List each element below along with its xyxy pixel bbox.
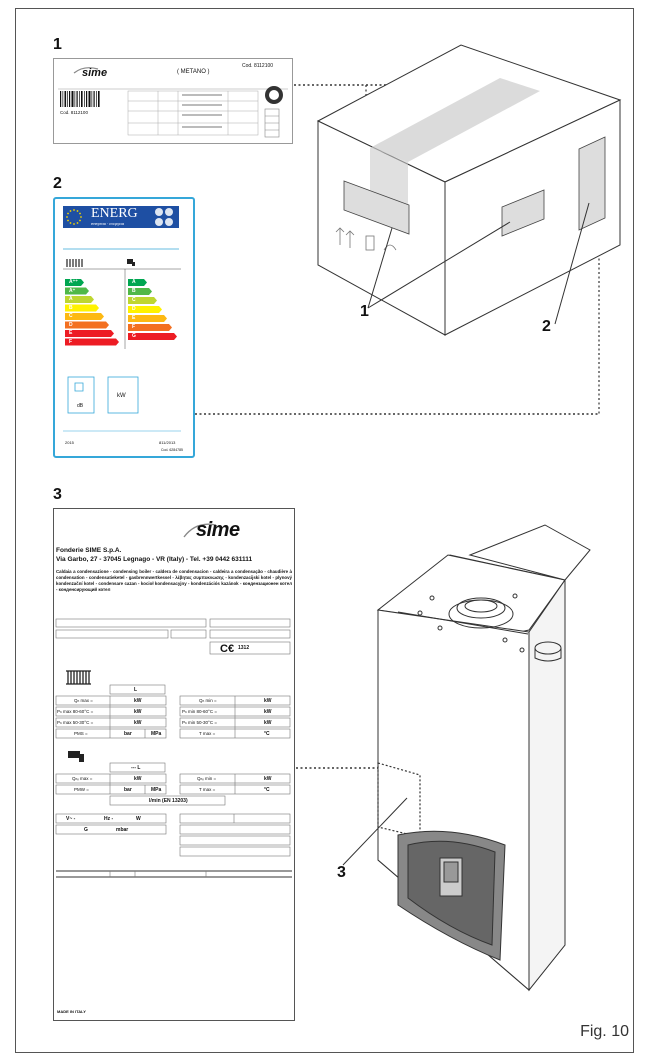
heating-bar: bar bbox=[124, 731, 132, 737]
energy-class-left-6: D bbox=[69, 321, 73, 328]
ce-mark-icon: C€ bbox=[220, 643, 234, 655]
dhw-qnw-min-unit: kW bbox=[264, 776, 272, 782]
plate-company: Fonderie SIME S.p.A. bbox=[56, 547, 122, 554]
energy-class-right-2: B bbox=[132, 288, 136, 294]
dhw-mpa: MPa bbox=[151, 787, 162, 793]
heating-pn-max-80: Pₙ max 80-60°C = bbox=[57, 709, 94, 714]
energy-class-left-7: E bbox=[69, 330, 73, 336]
dhw-bar: bar bbox=[124, 787, 132, 793]
heating-qn-max-unit: kW bbox=[134, 698, 142, 704]
package-label-gas: ( METANO ) bbox=[177, 69, 210, 75]
box-callout-1: 1 bbox=[360, 303, 369, 320]
dhw-tmax: T max = bbox=[199, 787, 216, 792]
label-number-3: 3 bbox=[53, 486, 62, 503]
tap-icon bbox=[127, 259, 135, 266]
elec-v: V~ - bbox=[66, 816, 76, 822]
heating-pn-max-50-unit: kW bbox=[134, 720, 142, 726]
heating-qn-min: Qₙ min = bbox=[199, 698, 217, 703]
package-label-cod-top: Cod. 8112100 bbox=[242, 63, 274, 69]
energy-class-left-2: A⁺ bbox=[69, 287, 76, 294]
gas-g: G bbox=[84, 827, 88, 833]
energy-class-left-5: C bbox=[69, 313, 73, 319]
data-plate-grid: C€ bbox=[55, 523, 292, 878]
energy-class-left-4: B bbox=[69, 304, 73, 311]
eu-stars bbox=[66, 209, 82, 225]
eu-flag-icon bbox=[63, 206, 85, 228]
heating-pn-max-80-unit: kW bbox=[134, 709, 142, 715]
heating-pn-min-50: Pₙ min 50-30°C = bbox=[182, 720, 217, 725]
box-callout-2: 2 bbox=[542, 318, 551, 335]
heating-tmax: T max = bbox=[199, 731, 216, 736]
made-in-italy: MADE IN ITALY bbox=[57, 1009, 86, 1014]
energy-subtitle: енергия · ενεργεια bbox=[91, 221, 125, 226]
dhw-flow: l/min (EN 13203) bbox=[149, 798, 188, 804]
plate-brand: sime bbox=[196, 519, 240, 541]
energy-regulation: 811/2013 bbox=[159, 440, 176, 445]
heating-deg: °C bbox=[264, 731, 270, 737]
figure-frame bbox=[15, 8, 634, 1053]
label-number-1: 1 bbox=[53, 36, 62, 53]
plate-ce-number: 1312 bbox=[238, 645, 250, 651]
label-number-2: 2 bbox=[53, 175, 62, 192]
heating-pms: PMS = bbox=[74, 731, 88, 736]
heating-l-unit: L bbox=[134, 687, 138, 693]
dhw-qnw-max: Qₙᵥ max = bbox=[72, 776, 93, 781]
energy-label-graphics bbox=[63, 208, 181, 432]
package-label: sime ( METANO ) Cod. 8112100 Cod. 811210… bbox=[53, 58, 293, 144]
plate-address: Via Garbo, 27 - 37045 Legnago - VR (Ital… bbox=[56, 556, 253, 563]
dhw-qnw-min: Qₙᵥ min = bbox=[197, 776, 217, 781]
data-plate: C€ sime Fonderie SIME S.p.A. Via Garbo, … bbox=[53, 508, 295, 1021]
dhw-pmw: PMW = bbox=[74, 787, 89, 792]
elec-hz: Hz - bbox=[104, 816, 114, 822]
energy-cod: Cod. 6284785 bbox=[161, 448, 183, 452]
heating-mpa: MPa bbox=[151, 731, 162, 737]
energy-class-right-5: E bbox=[132, 315, 136, 321]
radiator-icon bbox=[66, 259, 83, 267]
gas-mbar: mbar bbox=[116, 827, 129, 833]
package-label-graphics bbox=[58, 67, 288, 138]
dhw-deg: °C bbox=[264, 787, 270, 793]
plate-radiator-icon bbox=[66, 670, 91, 685]
heating-pn-max-50: Pₙ max 50-30°C = bbox=[57, 720, 94, 725]
heating-qn-min-unit: kW bbox=[264, 698, 272, 704]
energy-class-right-6: F bbox=[132, 324, 136, 330]
plate-tap-icon bbox=[68, 751, 84, 762]
energy-class-left-8: F bbox=[69, 338, 73, 345]
energy-class-right-3: C bbox=[132, 297, 136, 303]
energy-label: ENERG енергия · ενεργεια bbox=[53, 197, 195, 458]
plate-description: Caldaia a condensazione - condensing boi… bbox=[56, 569, 292, 592]
energy-class-right-4: D bbox=[132, 306, 136, 312]
heating-qn-max: Qₙ max = bbox=[74, 698, 93, 703]
dhw-qnw-max-unit: kW bbox=[134, 776, 142, 782]
heating-pn-min-80-unit: kW bbox=[264, 709, 272, 715]
elec-w: W bbox=[136, 816, 141, 822]
energy-class-right-7: G bbox=[132, 333, 136, 339]
energy-year: 2015 bbox=[65, 440, 74, 445]
heating-pn-min-50-unit: kW bbox=[264, 720, 272, 726]
package-label-brand: sime bbox=[82, 67, 108, 79]
energy-class-right-1: A bbox=[132, 279, 136, 285]
house-icon bbox=[74, 382, 84, 392]
dhw-l-unit: --- L bbox=[131, 765, 141, 771]
boiler-callout-3: 3 bbox=[337, 864, 346, 881]
package-label-cod-barcode: Cod. 8112100 bbox=[60, 110, 88, 115]
energy-class-left-9: G bbox=[69, 347, 73, 353]
heating-pn-min-80: Pₙ min 80-60°C = bbox=[182, 709, 217, 714]
figure-label: Fig. 10 bbox=[580, 1023, 629, 1040]
energy-kw-label: kW bbox=[117, 393, 126, 399]
energy-title: ENERG bbox=[91, 206, 138, 221]
energy-class-left-3: A bbox=[69, 296, 73, 302]
energy-class-left-1: A⁺⁺ bbox=[69, 279, 78, 285]
energy-db-label: dB bbox=[77, 403, 84, 409]
